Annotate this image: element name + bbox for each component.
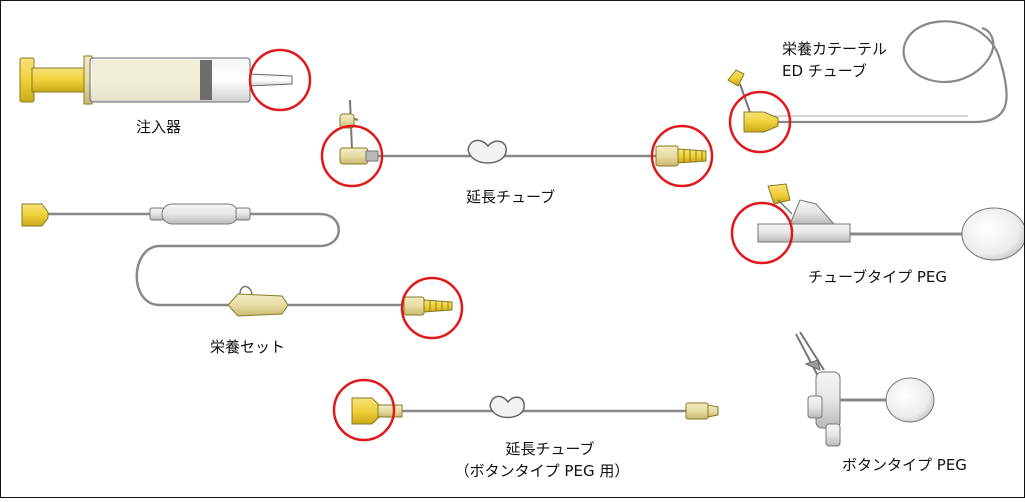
label-button-ext-line1: 延長チューブ (505, 440, 595, 458)
highlight-circle-button-ext (332, 378, 396, 442)
label-button-type-peg: ボタンタイプ PEG (842, 456, 967, 474)
drip-collar-right (235, 207, 251, 221)
button-peg-balloon (885, 377, 935, 423)
button-ext-left-connector (351, 397, 381, 425)
ed-tube (727, 20, 1008, 133)
label-syringe: 注入器 (136, 118, 182, 136)
label-button-ext-line2: （ボタンタイプ PEG 用） (454, 462, 630, 480)
tether-cap (339, 113, 355, 129)
highlight-circle-ed (728, 90, 792, 154)
ed-tube-connector (743, 111, 779, 133)
drip-chamber (161, 203, 239, 225)
highlight-circle-peg (730, 201, 794, 265)
ed-tube-cap (727, 69, 745, 87)
set-end-connector (403, 296, 425, 316)
peg-tube-body (757, 223, 851, 243)
syringe-plunger (31, 67, 91, 93)
right-connector-tip (677, 148, 707, 164)
highlight-circle-set (400, 276, 464, 340)
button-type-peg (795, 331, 935, 447)
nutrition-set (21, 203, 453, 317)
label-ed-tube-line1: 栄養カテーテル (782, 40, 888, 58)
left-connector-collar (365, 150, 379, 162)
peg-port-cap (767, 183, 791, 205)
highlight-circle-syringe (248, 48, 312, 112)
roller-clamp (227, 293, 289, 317)
extension-tube-button (351, 395, 719, 425)
button-peg-valve (825, 423, 841, 447)
button-ext-left-collar (377, 404, 403, 418)
syringe-fill (92, 60, 202, 100)
left-connector (339, 147, 369, 165)
button-ext-clamp (489, 395, 525, 419)
set-spike-connector (21, 203, 49, 227)
tube-clamp (467, 139, 507, 164)
highlight-circle-ext-left (320, 124, 384, 188)
tube-type-peg (757, 183, 1025, 261)
button-ext-right-connector (685, 402, 709, 420)
button-peg-strap (795, 331, 825, 377)
ed-tube-line (770, 20, 1008, 124)
set-end-tip (423, 299, 453, 313)
peg-balloon (961, 207, 1025, 261)
peg-side-port (789, 199, 836, 225)
label-nutrition-set: 栄養セット (210, 338, 286, 356)
label-ed-tube-line2: ED チューブ (782, 62, 867, 80)
label-tube-type-peg: チューブタイプ PEG (808, 268, 948, 286)
right-connector (655, 145, 679, 167)
highlight-circle-ext-right (650, 124, 714, 188)
highlight-circles (248, 48, 794, 442)
syringe-piston (200, 60, 212, 100)
set-tube (48, 212, 402, 307)
syringe-tip (249, 73, 293, 87)
extension-tube-top (339, 99, 707, 167)
label-extension-tube: 延長チューブ (466, 188, 556, 206)
